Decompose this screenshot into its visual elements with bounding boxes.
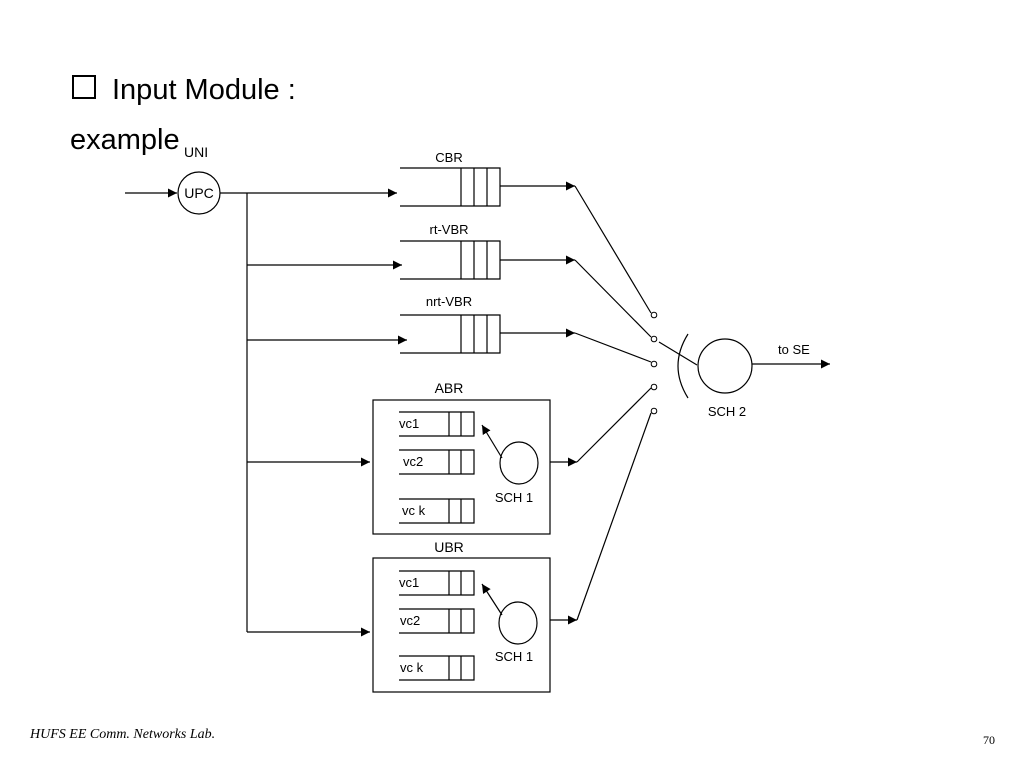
switch-feed-lines — [574, 185, 652, 621]
ubr-label: UBR — [434, 539, 464, 555]
footer-lab-text: HUFS EE Comm. Networks Lab. — [29, 727, 215, 742]
abr-vck-label: vc k — [402, 503, 426, 518]
sch2-label: SCH 2 — [708, 404, 746, 419]
abr-vc1-label: vc1 — [399, 416, 419, 431]
page-number: 70 — [983, 733, 995, 747]
abr-sch1-pointer-arrow — [481, 424, 503, 459]
ubr-sch1-label: SCH 1 — [495, 649, 533, 664]
ubr-vc2-label: vc2 — [400, 613, 420, 628]
abr-vck-queue — [399, 498, 475, 524]
abr-sch1-label: SCH 1 — [495, 490, 533, 505]
nrtvbr-label: nrt-VBR — [426, 294, 472, 309]
ubr-vc1-queue — [399, 570, 475, 596]
switch-arm — [658, 341, 698, 366]
abr-vc1-queue — [399, 411, 475, 437]
slide-title-line1: Input Module : — [112, 74, 296, 106]
ubr-sch1-circle — [498, 601, 538, 645]
abr-label: ABR — [435, 380, 464, 396]
cbr-label: CBR — [435, 150, 462, 165]
upc-label: UPC — [184, 185, 214, 201]
uni-label: UNI — [184, 144, 208, 160]
nrtvbr-queue — [400, 314, 501, 354]
abr-vc2-queue — [399, 449, 475, 475]
rtvbr-label: rt-VBR — [430, 222, 469, 237]
slide-title-line2: example — [70, 124, 180, 156]
switch-contacts — [650, 311, 658, 415]
ubr-sch1-pointer-arrow — [481, 583, 503, 616]
ubr-vck-label: vc k — [400, 660, 424, 675]
checkbox-square-icon — [72, 75, 96, 99]
switch-bracket — [677, 333, 689, 399]
rtvbr-queue — [400, 240, 501, 280]
ubr-vc1-label: vc1 — [399, 575, 419, 590]
abr-sch1-circle — [499, 441, 539, 485]
ubr-vc2-queue — [399, 608, 475, 634]
ubr-vck-queue — [399, 655, 475, 681]
abr-vc2-label: vc2 — [403, 454, 423, 469]
cbr-queue — [400, 167, 501, 207]
to-se-label: to SE — [778, 342, 810, 357]
sch2-circle — [697, 338, 753, 394]
